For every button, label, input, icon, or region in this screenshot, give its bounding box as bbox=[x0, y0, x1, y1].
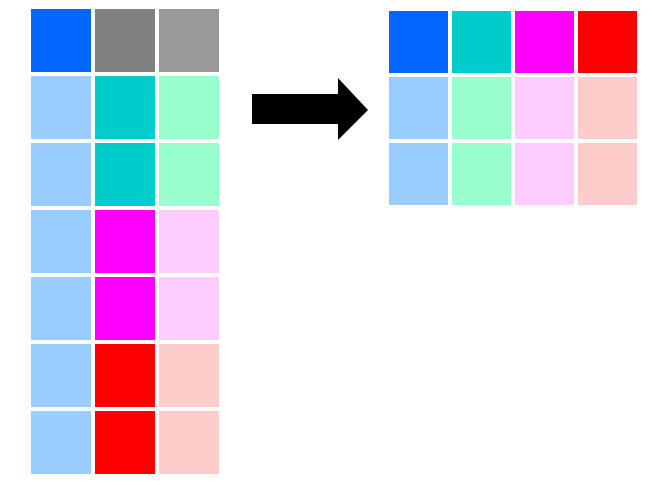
long-table-cell-r3-c3 bbox=[159, 143, 219, 206]
long-table-cell-r4-c2 bbox=[95, 210, 155, 273]
wide-table-cell-r2-c2 bbox=[452, 77, 511, 139]
long-table-cell-r7-c2 bbox=[95, 411, 155, 474]
wide-table-cell-r2-c3 bbox=[515, 77, 574, 139]
wide-format-table bbox=[389, 11, 637, 205]
long-table-cell-r2-c2 bbox=[95, 76, 155, 139]
long-table-cell-r2-c3 bbox=[159, 76, 219, 139]
long-table-cell-r5-c2 bbox=[95, 277, 155, 340]
wide-table-cell-r2-c1 bbox=[389, 77, 448, 139]
long-table-cell-r1-c2 bbox=[95, 9, 155, 72]
long-table-cell-r1-c3 bbox=[159, 9, 219, 72]
long-table-cell-r6-c3 bbox=[159, 344, 219, 407]
wide-table-cell-r3-c3 bbox=[515, 143, 574, 205]
wide-table-cell-r1-c1 bbox=[389, 11, 448, 73]
right-arrow-icon bbox=[252, 78, 368, 140]
long-table-cell-r7-c1 bbox=[31, 411, 91, 474]
long-table-cell-r5-c3 bbox=[159, 277, 219, 340]
wide-table-cell-r2-c4 bbox=[578, 77, 637, 139]
long-table-cell-r5-c1 bbox=[31, 277, 91, 340]
long-table-cell-r3-c1 bbox=[31, 143, 91, 206]
wide-table-cell-r3-c1 bbox=[389, 143, 448, 205]
long-format-table bbox=[31, 9, 219, 474]
wide-table-cell-r1-c4 bbox=[578, 11, 637, 73]
long-table-cell-r6-c1 bbox=[31, 344, 91, 407]
long-table-cell-r3-c2 bbox=[95, 143, 155, 206]
wide-table-cell-r1-c3 bbox=[515, 11, 574, 73]
long-table-cell-r7-c3 bbox=[159, 411, 219, 474]
wide-table-cell-r1-c2 bbox=[452, 11, 511, 73]
long-table-cell-r4-c3 bbox=[159, 210, 219, 273]
long-table-cell-r1-c1 bbox=[31, 9, 91, 72]
arrow-shape bbox=[252, 78, 368, 140]
wide-table-cell-r3-c4 bbox=[578, 143, 637, 205]
long-table-cell-r2-c1 bbox=[31, 76, 91, 139]
wide-table-cell-r3-c2 bbox=[452, 143, 511, 205]
long-table-cell-r6-c2 bbox=[95, 344, 155, 407]
long-table-cell-r4-c1 bbox=[31, 210, 91, 273]
